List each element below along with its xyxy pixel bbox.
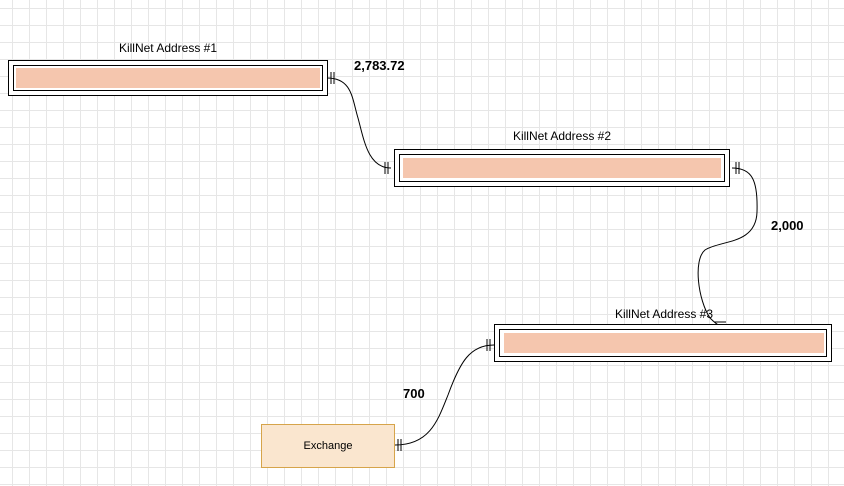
edge-exchange-to-address3[interactable] bbox=[394, 344, 495, 446]
edge-marker-a2-in bbox=[384, 162, 389, 174]
address3-node[interactable] bbox=[494, 324, 832, 362]
edge-marker-a3-in-left bbox=[486, 339, 491, 351]
address1-frame bbox=[13, 65, 323, 91]
address3-frame bbox=[499, 329, 827, 357]
address1-node[interactable] bbox=[8, 60, 328, 96]
address2-node[interactable] bbox=[394, 149, 730, 187]
edge-marker-exchange-out bbox=[397, 439, 402, 451]
exchange-label: Exchange bbox=[303, 440, 353, 452]
address1-redacted-bar bbox=[16, 68, 320, 88]
exchange-node[interactable]: Exchange bbox=[261, 424, 395, 468]
edge-address1-to-address2[interactable] bbox=[326, 77, 392, 169]
address1-title: KillNet Address #1 bbox=[118, 41, 218, 55]
address2-redacted-bar bbox=[403, 158, 721, 178]
address2-title: KillNet Address #2 bbox=[512, 129, 612, 143]
address2-frame bbox=[399, 154, 725, 182]
edge-label-2783: 2,783.72 bbox=[354, 58, 405, 73]
address3-redacted-bar bbox=[504, 333, 824, 353]
edge-address2-to-address3[interactable] bbox=[697, 167, 758, 327]
edge-marker-a1-out bbox=[330, 72, 335, 84]
address3-title: KillNet Address #3 bbox=[614, 307, 714, 321]
edge-label-2000: 2,000 bbox=[771, 218, 804, 233]
edge-label-700: 700 bbox=[403, 386, 425, 401]
edge-marker-a2-out bbox=[735, 162, 740, 174]
